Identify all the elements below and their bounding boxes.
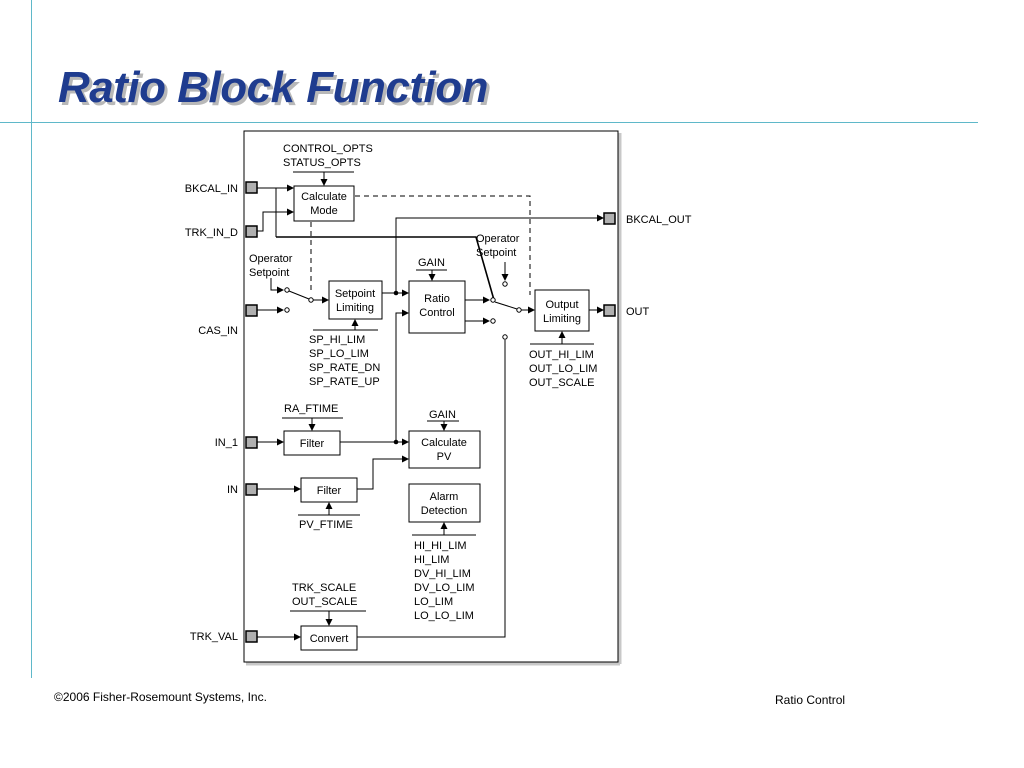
label-trk-val: TRK_VAL	[190, 631, 238, 643]
param-out-hi-lim: OUT_HI_LIM	[529, 349, 594, 361]
label-bkcal-out: BKCAL_OUT	[626, 214, 692, 226]
label-out: OUT	[626, 306, 650, 318]
port-trk-val	[245, 630, 258, 643]
port-bkcal-in	[245, 181, 258, 194]
footer-copyright: ©2006 Fisher-Rosemount Systems, Inc.	[54, 690, 267, 704]
label-trk-in-d: TRK_IN_D	[185, 227, 238, 239]
text-output-limiting-1: Output	[545, 299, 578, 311]
param-operator-setpoint-right-2: Setpoint	[476, 247, 516, 259]
footer-slide-topic: Ratio Control	[775, 693, 846, 707]
text-filter-in1: Filter	[300, 438, 325, 450]
text-output-limiting-2: Limiting	[543, 313, 581, 325]
param-sp-hi-lim: SP_HI_LIM	[309, 334, 365, 346]
port-cas-in	[245, 304, 258, 317]
label-bkcal-in: BKCAL_IN	[185, 183, 238, 195]
label-in-1: IN_1	[215, 437, 238, 449]
param-hi-lim: HI_LIM	[414, 554, 449, 566]
block-filter-in1	[283, 430, 341, 456]
label-in: IN	[227, 484, 238, 496]
text-calculate-mode-1: Calculate	[301, 191, 347, 203]
param-dv-lo-lim: DV_LO_LIM	[414, 582, 475, 594]
port-in-1	[245, 436, 258, 449]
block-calculate-pv	[408, 430, 481, 469]
param-sp-rate-up: SP_RATE_UP	[309, 376, 380, 388]
param-operator-setpoint-left-1: Operator	[249, 253, 293, 265]
slide-horizontal-rule	[0, 122, 978, 123]
text-setpoint-limiting-2: Limiting	[336, 302, 374, 314]
text-filter-in: Filter	[317, 485, 342, 497]
param-pv-ftime: PV_FTIME	[299, 519, 353, 531]
block-ratio-control	[408, 280, 466, 334]
param-out-scale: OUT_SCALE	[529, 377, 594, 389]
block-output-limiting	[534, 289, 590, 332]
param-out-lo-lim: OUT_LO_LIM	[529, 363, 597, 375]
text-ratio-control-2: Control	[419, 307, 454, 319]
param-sp-rate-dn: SP_RATE_DN	[309, 362, 380, 374]
param-lo-lim: LO_LIM	[414, 596, 453, 608]
block-filter-in	[300, 477, 358, 503]
signal-wires	[257, 184, 604, 641]
param-lo-lo-lim: LO_LO_LIM	[414, 610, 474, 622]
text-calculate-pv-2: PV	[437, 451, 452, 463]
text-alarm-detection-2: Detection	[421, 505, 467, 517]
param-trk-scale: TRK_SCALE	[292, 582, 356, 594]
param-gain-ratio: GAIN	[418, 257, 445, 269]
port-trk-in-d	[245, 225, 258, 238]
param-control-opts: CONTROL_OPTS	[283, 143, 373, 155]
param-out-scale-trk: OUT_SCALE	[292, 596, 357, 608]
port-out	[603, 304, 616, 317]
param-gain-pv: GAIN	[429, 409, 456, 421]
block-convert	[300, 625, 358, 651]
block-calculate-mode	[293, 185, 355, 222]
param-ra-ftime: RA_FTIME	[284, 403, 338, 415]
slide-vertical-rule	[31, 0, 32, 678]
port-in	[245, 483, 258, 496]
port-bkcal-out	[603, 212, 616, 225]
text-setpoint-limiting-1: Setpoint	[335, 288, 375, 300]
text-calculate-pv-1: Calculate	[421, 437, 467, 449]
label-cas-in: CAS_IN	[198, 325, 238, 337]
param-operator-setpoint-right-1: Operator	[476, 233, 520, 245]
slide-title: Ratio Block Function	[58, 63, 489, 112]
param-status-opts: STATUS_OPTS	[283, 157, 361, 169]
block-setpoint-limiting	[328, 280, 383, 320]
param-hi-hi-lim: HI_HI_LIM	[414, 540, 467, 552]
text-alarm-detection-1: Alarm	[430, 491, 459, 503]
param-sp-lo-lim: SP_LO_LIM	[309, 348, 369, 360]
param-operator-setpoint-left-2: Setpoint	[249, 267, 289, 279]
text-ratio-control-1: Ratio	[424, 293, 450, 305]
text-convert: Convert	[310, 633, 349, 645]
text-calculate-mode-2: Mode	[310, 205, 338, 217]
param-dv-hi-lim: DV_HI_LIM	[414, 568, 471, 580]
